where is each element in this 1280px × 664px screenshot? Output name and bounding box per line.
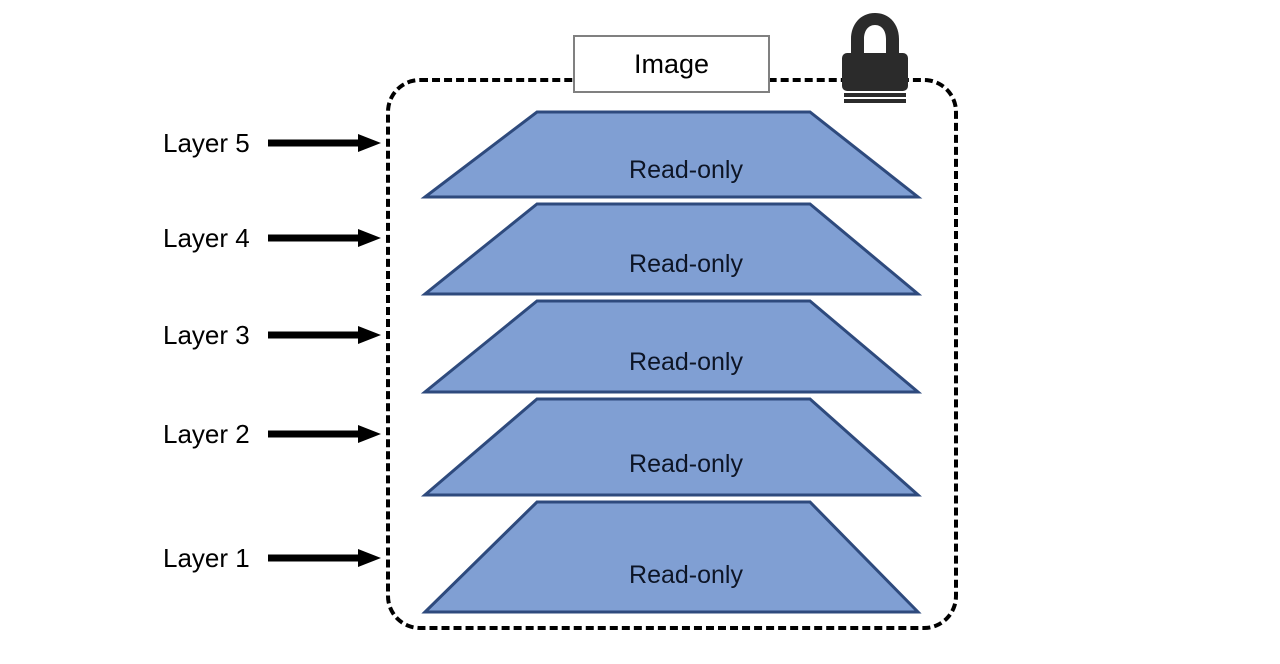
layer-row-4[interactable]: Read-only bbox=[386, 202, 958, 296]
layer-trapezoid-5 bbox=[420, 110, 923, 199]
image-title-label: Image bbox=[633, 48, 710, 79]
callout-layer-2: Layer 2 bbox=[163, 419, 381, 449]
layer-label-5: Read-only bbox=[629, 156, 743, 184]
arrow-icon-layer-5 bbox=[268, 134, 381, 152]
layer-trapezoid-1 bbox=[421, 500, 922, 614]
callout-layer-1: Layer 1 bbox=[163, 543, 381, 573]
callout-label-5: Layer 5 bbox=[163, 128, 250, 158]
padlock-glyph bbox=[842, 13, 908, 103]
arrow-icon-layer-1 bbox=[268, 549, 381, 567]
arrow-icon-layer-2 bbox=[268, 425, 381, 443]
layer-label-4: Read-only bbox=[629, 250, 743, 278]
layer-row-3[interactable]: Read-only bbox=[386, 299, 958, 394]
callout-layer-4: Layer 4 bbox=[163, 223, 381, 253]
callout-label-3: Layer 3 bbox=[163, 320, 250, 350]
callout-label-4: Layer 4 bbox=[163, 223, 250, 253]
callout-layer-5: Layer 5 bbox=[163, 128, 381, 158]
layer-label-2: Read-only bbox=[629, 450, 743, 478]
callout-layer-3: Layer 3 bbox=[163, 320, 381, 350]
arrow-icon-layer-3 bbox=[268, 326, 381, 344]
layer-label-3: Read-only bbox=[629, 348, 743, 376]
image-title-box[interactable]: Image bbox=[573, 35, 770, 93]
layer-trapezoid-3 bbox=[420, 299, 923, 394]
padlock-icon bbox=[838, 11, 912, 103]
layer-trapezoid-2 bbox=[420, 397, 922, 497]
layer-row-2[interactable]: Read-only bbox=[386, 397, 958, 497]
layer-label-1: Read-only bbox=[629, 561, 743, 589]
layer-row-1[interactable]: Read-only bbox=[386, 500, 958, 614]
callout-label-2: Layer 2 bbox=[163, 419, 250, 449]
layer-row-5[interactable]: Read-only bbox=[386, 110, 958, 199]
callout-label-1: Layer 1 bbox=[163, 543, 250, 573]
arrow-icon-layer-4 bbox=[268, 229, 381, 247]
layer-stack: Read-only Read-only Read-only Read-only bbox=[386, 78, 958, 630]
layer-trapezoid-4 bbox=[420, 202, 923, 296]
